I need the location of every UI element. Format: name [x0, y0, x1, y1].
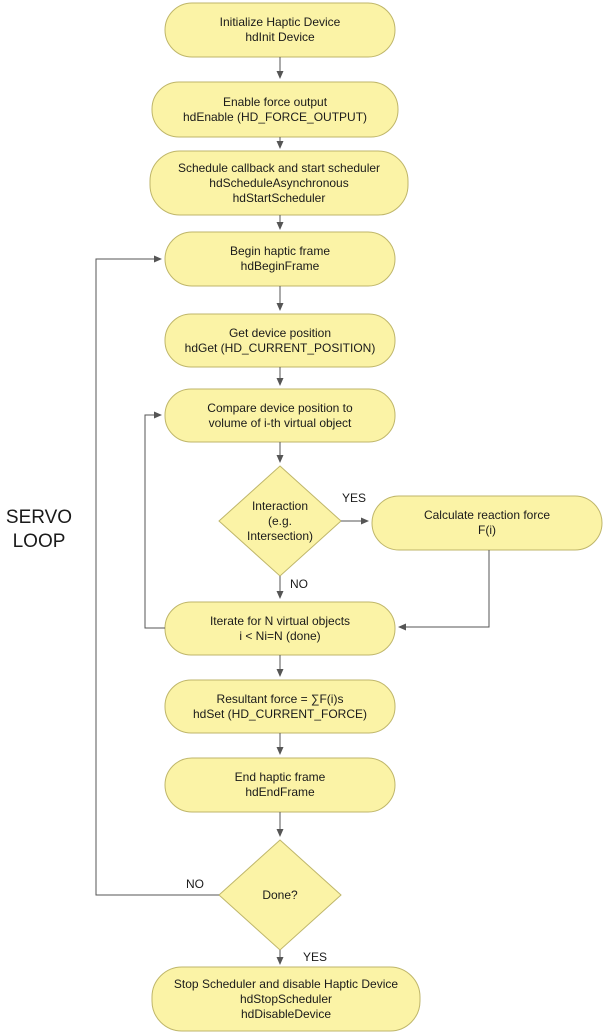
- schedule-node-line1: Schedule callback and start scheduler: [177, 160, 381, 175]
- resultant-node-line2: hdSet (HD_CURRENT_FORCE): [192, 706, 368, 721]
- iterate-node-line1: Iterate for N virtual objects: [209, 613, 351, 628]
- resultant-node: Resultant force = ∑F(i)s hdSet (HD_CURRE…: [165, 680, 395, 733]
- edge-calc-iterate: [398, 550, 490, 631]
- stop-node-line3: hdDisableDevice: [240, 1006, 332, 1021]
- calc-node: Calculate reaction force F(i): [372, 496, 602, 550]
- schedule-node-line3: hdStartScheduler: [232, 190, 326, 205]
- done-decision-label: Done?: [262, 887, 298, 902]
- interaction-decision-line3: Intersection): [246, 528, 314, 543]
- enable-node-shape: [151, 81, 399, 138]
- compare-node-line2: volume of i-th virtual object: [208, 415, 352, 430]
- getpos-node-line1: Get device position: [228, 325, 332, 340]
- interaction-decision-line1: Interaction: [251, 498, 309, 513]
- no-label-done: NO: [186, 877, 204, 891]
- calc-node-line2: F(i): [478, 523, 496, 537]
- compare-node: Compare device position to volume of i-t…: [165, 389, 395, 442]
- iterate-node: Iterate for N virtual objects i < Ni=N (…: [165, 602, 395, 655]
- init-node-line2: hdInit Device: [245, 30, 315, 44]
- yes-label-done: YES: [303, 950, 328, 964]
- resultant-node-line1: Resultant force = ∑F(i)s: [216, 691, 344, 706]
- stop-node-line2: hdStopScheduler: [239, 991, 333, 1006]
- init-node: Initialize Haptic Device hdInit Device: [165, 3, 395, 57]
- edge-iterate-compare-loop: [144, 411, 165, 629]
- end-node-line2: hdEndFrame: [245, 785, 315, 799]
- schedule-node: Schedule callback and start scheduler hd…: [150, 151, 408, 215]
- compare-node-line1: Compare device position to: [207, 400, 353, 415]
- schedule-node-line2: hdScheduleAsynchronous: [209, 175, 349, 190]
- edge-done-begin-servo-loop: [95, 255, 219, 896]
- init-node-line1: Initialize Haptic Device: [219, 15, 341, 29]
- servo-loop-label: SERVO LOOP: [0, 506, 78, 554]
- end-node-line1: End haptic frame: [234, 770, 326, 784]
- calc-node-line1: Calculate reaction force: [423, 508, 551, 522]
- schedule-node-shape: [149, 150, 409, 216]
- interaction-decision: Interaction (e.g. Intersection): [219, 466, 341, 576]
- enable-node-line1: Enable force output: [222, 94, 328, 109]
- interaction-decision-line2: (e.g.: [267, 513, 292, 528]
- begin-node-line2: hdBeginFrame: [240, 259, 320, 273]
- calc-node-shape: [371, 495, 603, 551]
- stop-node-shape: [151, 966, 421, 1032]
- servo-loop-line2: LOOP: [12, 531, 66, 552]
- servo-loop-line1: SERVO: [5, 507, 73, 528]
- enable-node-line2: hdEnable (HD_FORCE_OUTPUT): [182, 109, 368, 124]
- no-label-interaction: NO: [290, 577, 308, 591]
- getpos-node: Get device position hdGet (HD_CURRENT_PO…: [165, 314, 395, 367]
- getpos-node-line2: hdGet (HD_CURRENT_POSITION): [184, 340, 376, 355]
- iterate-node-line2: i < Ni=N (done): [239, 628, 321, 643]
- stop-node-line1: Stop Scheduler and disable Haptic Device: [173, 976, 399, 991]
- end-node: End haptic frame hdEndFrame: [165, 758, 395, 812]
- yes-label-interaction: YES: [342, 491, 367, 505]
- enable-node: Enable force output hdEnable (HD_FORCE_O…: [152, 82, 398, 137]
- done-decision: Done?: [219, 840, 341, 950]
- stop-node: Stop Scheduler and disable Haptic Device…: [152, 967, 420, 1031]
- begin-node-line1: Begin haptic frame: [229, 244, 331, 258]
- begin-node: Begin haptic frame hdBeginFrame: [165, 232, 395, 286]
